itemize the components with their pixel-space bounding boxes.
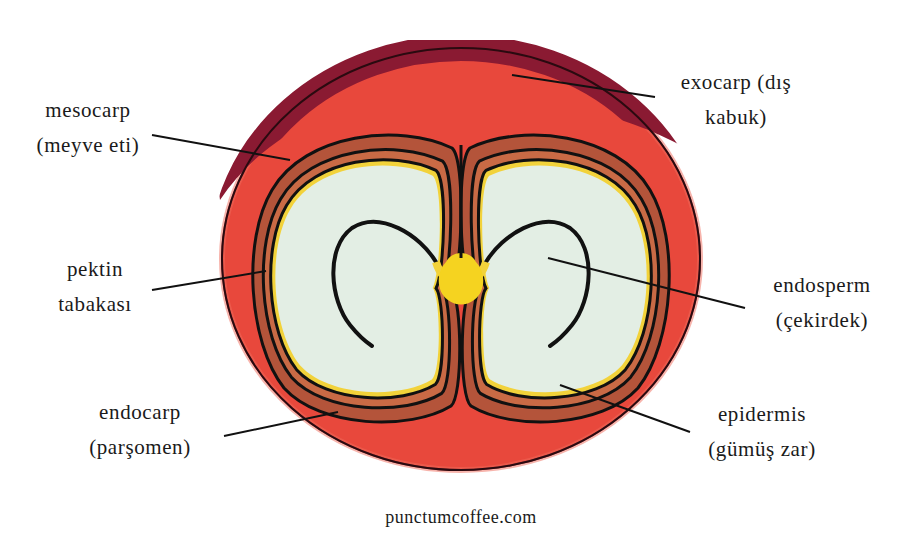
fruit-outline — [222, 48, 700, 470]
leader-line — [152, 271, 266, 290]
part-label: endocarp (parşomen) — [73, 395, 208, 465]
leader-line — [560, 385, 690, 432]
exocarp-skin — [222, 48, 700, 470]
leader-line — [548, 258, 745, 308]
watermark: punctumcoffee.com — [331, 506, 591, 528]
leader-line — [152, 135, 290, 160]
center-seam — [460, 145, 463, 258]
right-bean — [461, 135, 669, 422]
part-label: mesocarp (meyve eti) — [28, 93, 148, 163]
part-label: epidermis (gümüş zar) — [692, 397, 832, 467]
part-label: endosperm (çekirdek) — [755, 268, 890, 338]
flesh-texture — [222, 48, 700, 470]
center-cleft — [439, 253, 484, 305]
mesocarp-flesh — [222, 48, 700, 470]
leader-line — [512, 75, 655, 97]
part-label: pektin tabakası — [45, 252, 145, 322]
left-bean — [253, 135, 461, 422]
exocarp-band — [222, 48, 700, 470]
part-label: exocarp (dış kabuk) — [671, 65, 801, 135]
leader-line — [224, 412, 338, 436]
